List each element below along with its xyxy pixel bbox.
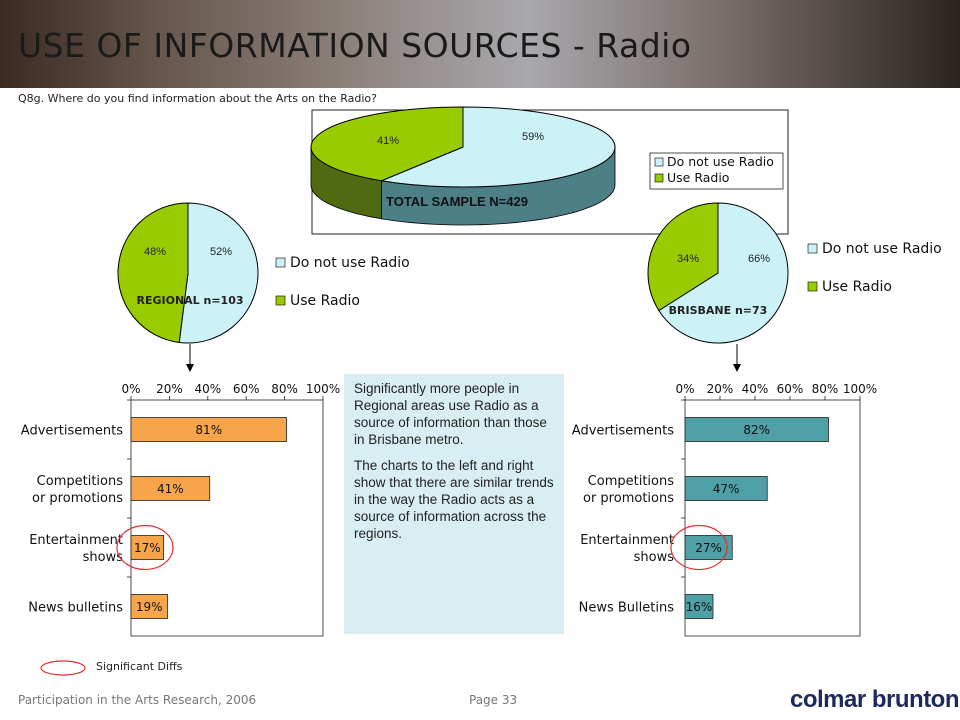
brisbane-bars-bar-label-3: 16% [686, 600, 713, 614]
regional-bars-xtick-label-4: 80% [271, 382, 298, 396]
brisbane-bars-xtick-label-4: 80% [812, 382, 839, 396]
total-slice-0 [379, 106, 616, 188]
brisbane-value-label-0: 66% [748, 253, 770, 265]
total-value-label-1: 41% [377, 135, 399, 147]
commentary-box: Significantly more people in Regional ar… [344, 374, 564, 634]
brisbane-bars-xtick-label-1: 20% [707, 382, 734, 396]
brisbane-bars-category-label-2-1: shows [634, 550, 675, 565]
brisbane-bars-xtick-label-5: 100% [843, 382, 877, 396]
brisbane-bars-category-label-3-0: News Bulletins [579, 601, 675, 616]
regional-bars-category-label-1-1: or promotions [32, 491, 123, 506]
regional-bars-xtick-label-1: 20% [156, 382, 183, 396]
brisbane-bars-bar-1 [684, 476, 768, 501]
brisbane-value-label-1: 34% [677, 253, 699, 265]
brisbane-legend-label-0: Do not use Radio [822, 241, 942, 257]
total-slice-1 [310, 106, 464, 182]
brisbane-slice-0 [658, 202, 789, 344]
brisbane-bars-xtick-label-0: 0% [675, 382, 694, 396]
significant-diff-ellipse [40, 660, 86, 676]
brisbane-arrow-head [733, 364, 741, 372]
regional-title: REGIONAL n=103 [136, 294, 243, 307]
brisbane-bars-category-label-1-0: Competitions [588, 474, 675, 489]
brisbane-bars-xtick-label-3: 60% [777, 382, 804, 396]
regional-bars-xtick-label-0: 0% [121, 382, 140, 396]
regional-arrow-head [186, 364, 194, 372]
brisbane-bar-chart: 0% 20% 40% 60% 80% 100% 82% Advertisements 47% Co… [572, 382, 877, 637]
brand-logo: colmar brunton [790, 686, 960, 713]
total-value-label-0: 59% [522, 131, 544, 143]
regional-bars-xtick-label-2: 40% [194, 382, 221, 396]
regional-bars-xtick-label-3: 60% [233, 382, 260, 396]
brisbane-legend-swatch-0 [807, 243, 818, 254]
brisbane-legend-swatch-1 [807, 281, 818, 292]
significant-diffs-label: Significant Diffs [96, 660, 183, 673]
regional-bars-category-label-2-0: Entertainment [29, 533, 123, 548]
significant-diff-legend-icon [40, 660, 86, 676]
total-pie-chart: 59% 41% TOTAL SAMPLE N=429 Do not use Radio… [310, 106, 789, 235]
total-legend-swatch-1 [654, 173, 664, 183]
regional-bar-chart: 0% 20% 40% 60% 80% 100% 81% Advertisements 41% Co… [21, 382, 340, 637]
brisbane-slice-1 [647, 202, 719, 312]
regional-pie-chart: 52% 48% REGIONAL n=103 Do not use RadioUse … [117, 202, 410, 372]
total-legend-swatch-0 [654, 157, 664, 167]
regional-legend-swatch-1 [275, 295, 286, 306]
regional-value-label-0: 52% [210, 246, 232, 258]
regional-bars-category-label-2-1: shows [83, 550, 124, 565]
brisbane-legend-label-1: Use Radio [822, 279, 892, 295]
commentary-paragraph-2: The charts to the left and right show th… [354, 458, 554, 541]
regional-bars-xtick-label-5: 100% [306, 382, 340, 396]
brisbane-bars-bar-3 [684, 594, 714, 619]
brisbane-bars-significant-circle [670, 524, 728, 571]
regional-slice-0 [178, 202, 259, 344]
brisbane-bars-bar-label-2: 27% [695, 541, 722, 555]
regional-legend-label-1: Use Radio [290, 293, 360, 309]
page-number: Page 33 [469, 693, 518, 707]
total-legend-label-0: Do not use Radio [667, 154, 774, 169]
footer-source: Participation in the Arts Research, 2006 [18, 693, 257, 707]
regional-bars-category-label-0-0: Advertisements [21, 424, 123, 439]
brisbane-bars-xtick-label-2: 40% [742, 382, 769, 396]
brisbane-title: BRISBANE n=73 [669, 304, 768, 317]
commentary-paragraph-1: Significantly more people in Regional ar… [354, 381, 547, 447]
question-text: Q8g. Where do you find information about… [18, 92, 377, 105]
regional-legend-swatch-0 [275, 257, 286, 268]
regional-bars-category-label-3-0: News bulletins [28, 601, 123, 616]
regional-bars-bar-3 [130, 594, 168, 619]
total-legend-label-1: Use Radio [667, 170, 729, 185]
regional-slice-1 [117, 202, 189, 344]
regional-bars-bar-label-0: 81% [195, 423, 222, 437]
brisbane-bars-bar-label-1: 47% [713, 482, 740, 496]
regional-bars-category-label-1-0: Competitions [37, 474, 124, 489]
regional-value-label-1: 48% [144, 246, 166, 258]
brisbane-bars-category-label-0-0: Advertisements [572, 424, 674, 439]
regional-legend-label-0: Do not use Radio [290, 255, 410, 271]
brisbane-bars-category-label-2-0: Entertainment [580, 533, 674, 548]
brisbane-bars-category-label-1-1: or promotions [583, 491, 674, 506]
regional-bars-bar-label-1: 41% [157, 482, 184, 496]
regional-bars-bar-0 [130, 417, 287, 442]
header-banner: USE OF INFORMATION SOURCES - Radio [0, 0, 960, 88]
brisbane-bars-bar-0 [684, 417, 829, 442]
brisbane-bars-bar-label-0: 82% [743, 423, 770, 437]
total-title: TOTAL SAMPLE N=429 [386, 194, 528, 209]
regional-bars-bar-2 [130, 535, 165, 560]
page-title: USE OF INFORMATION SOURCES - Radio [18, 26, 692, 65]
regional-bars-bar-1 [130, 476, 211, 501]
total-legend-box [649, 152, 784, 190]
regional-bars-bar-label-3: 19% [136, 600, 163, 614]
regional-bars-bar-label-2: 17% [134, 541, 161, 555]
regional-bars-significant-circle [116, 524, 174, 571]
brisbane-bars-bar-2 [684, 535, 733, 560]
